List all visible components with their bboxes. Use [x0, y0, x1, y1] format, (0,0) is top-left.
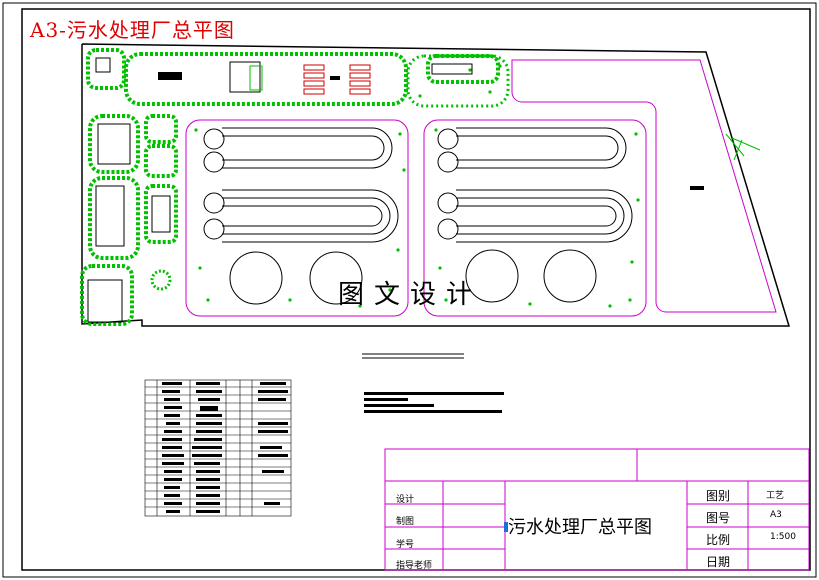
field-label-scale: 比例: [706, 533, 731, 547]
gate-house-core: [95, 57, 111, 73]
sludge-building-core: [87, 279, 123, 323]
clarifier-2: [309, 251, 363, 305]
screen-block: [158, 72, 182, 80]
title-row-label-3: 学号: [396, 540, 415, 550]
treatment-block-2: [423, 119, 647, 317]
cursor-marker: [504, 522, 508, 532]
gate-house: [86, 48, 126, 90]
field-label-number: 图号: [706, 511, 731, 525]
drawing-name: 污水处理厂总平图: [508, 517, 652, 538]
left-unit-5-core: [151, 195, 171, 233]
treatment-block-1: [185, 119, 409, 317]
field-value-number: A3: [770, 510, 782, 520]
oxidation-ditch-2: [203, 189, 399, 243]
legend-table-text-blocks: [162, 382, 288, 513]
oxidation-ditch-1: [203, 127, 393, 173]
top-right-block: [426, 54, 500, 84]
oxidation-ditch-3: [437, 127, 627, 173]
pump-room: [229, 61, 261, 93]
site-boundary: [81, 43, 791, 327]
field-value-type: 工艺: [766, 491, 785, 501]
sludge-tank: [150, 269, 172, 291]
sludge-building: [80, 264, 134, 326]
site-road: [511, 59, 777, 313]
north-arrow-icon: [725, 133, 761, 161]
watermark-text: 图文设计: [338, 280, 483, 310]
title-row-label-2: 制图: [396, 517, 415, 527]
field-label-type: 图别: [706, 489, 731, 503]
oxidation-ditch-4: [437, 189, 633, 243]
clarifier-4: [543, 249, 597, 303]
title-block-frame: [384, 448, 810, 571]
blower-units: [303, 64, 371, 95]
office-mark: [690, 186, 704, 190]
blower-control: [330, 76, 340, 80]
title-row-label-1: 设计: [396, 495, 415, 505]
left-unit-1-core: [97, 123, 131, 165]
pump-room-detail: [249, 65, 263, 91]
top-greenery: [406, 54, 510, 108]
field-value-scale: 1:500: [770, 532, 796, 542]
left-unit-4: [144, 144, 178, 178]
left-unit-3: [144, 114, 178, 144]
greenery-dots: [194, 64, 640, 308]
left-unit-2: [88, 176, 140, 260]
left-unit-5: [144, 184, 178, 244]
clarifier-3: [465, 249, 519, 303]
top-right-block-core: [431, 63, 473, 75]
left-unit-1: [88, 114, 140, 174]
clarifier-1: [229, 251, 283, 305]
left-unit-2-core: [95, 185, 125, 247]
sheet-title: A3-污水处理厂总平图: [30, 18, 235, 42]
top-service-strip: [124, 52, 408, 106]
notes-block: [364, 392, 504, 413]
legend-table: [144, 379, 292, 517]
field-label-date: 日期: [706, 555, 731, 569]
title-row-label-4: 指导老师: [396, 561, 433, 571]
